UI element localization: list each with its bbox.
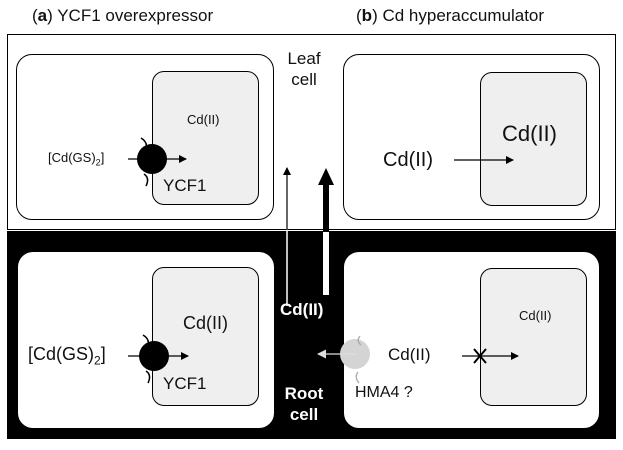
root-vacuole-a — [152, 267, 259, 406]
root-vacuole-b — [480, 268, 587, 406]
root-ycf1-transporter — [128, 334, 189, 384]
leaf-a-substrate-label: [Cd(GS)2] — [48, 150, 105, 168]
leaf-ycf1-transporter — [128, 137, 187, 187]
leaf-a-ycf1-label: YCF1 — [163, 176, 207, 195]
xylem-cd-label: Cd(II) — [280, 300, 324, 319]
leaf-vacuole-a — [152, 71, 259, 205]
hma4-pump — [317, 335, 370, 384]
root-b-cytosol-label: Cd(II) — [388, 345, 431, 364]
root-a-vacuole-label: Cd(II) — [183, 313, 228, 333]
leaf-b-vacuole-label: Cd(II) — [502, 121, 557, 146]
title-a: (a) YCF1 overexpressor — [32, 6, 214, 25]
root-a-ycf1-label: YCF1 — [163, 374, 207, 393]
leaf-vacuole-b — [480, 72, 587, 206]
root-a-substrate-label: [Cd(GS)2] — [28, 344, 106, 368]
xylem-thick-arrow-head — [318, 168, 334, 185]
leaf-b-cytosol-label: Cd(II) — [383, 149, 433, 171]
root-b-blocked-transport — [462, 348, 519, 364]
hma4-label: HMA4 ? — [355, 384, 413, 401]
title-b: (b) Cd hyperaccumulator — [356, 6, 545, 25]
leaf-a-vacuole-label: Cd(II) — [187, 112, 220, 127]
root-b-vacuole-label: Cd(II) — [519, 308, 552, 323]
